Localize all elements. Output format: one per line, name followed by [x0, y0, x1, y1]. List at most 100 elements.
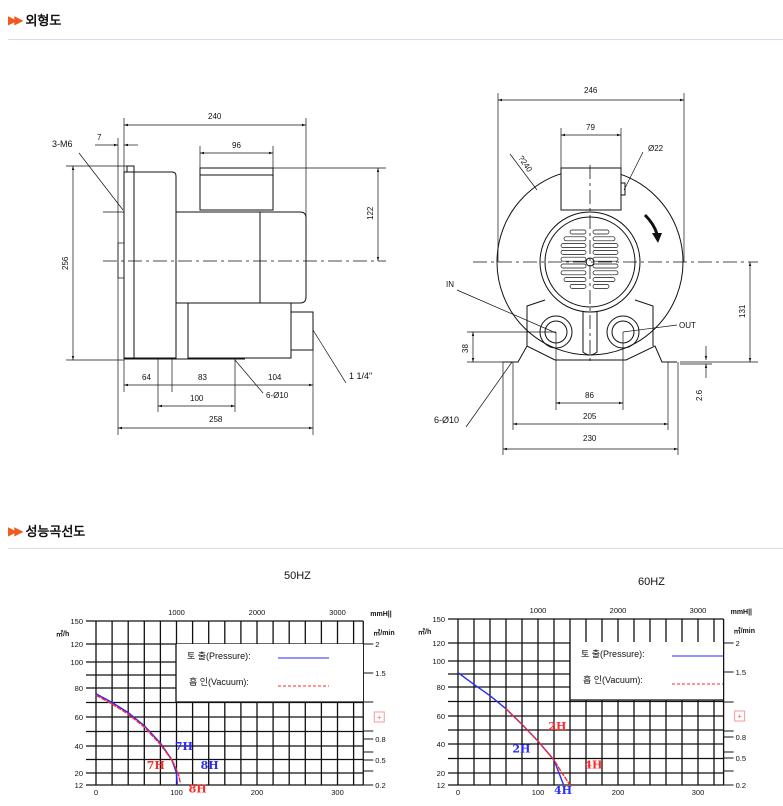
dim-104: 104 [268, 373, 282, 382]
label-pipe-size: 1 1/4" [349, 371, 372, 381]
y-left-tick: 100 [432, 657, 445, 666]
x-top-tick: 3000 [329, 608, 346, 617]
curve-annotation: 7H [175, 740, 193, 753]
y-right-tick: 0.5 [736, 754, 746, 763]
dim-100: 100 [190, 394, 204, 403]
dim-38: 38 [461, 344, 470, 353]
y-left-tick: 12 [75, 781, 83, 790]
dim-64: 64 [142, 373, 151, 382]
y-right-tick: 2 [736, 639, 740, 648]
y-left-unit: ㎥/h [56, 629, 69, 638]
double-chevron-right-icon: ▶▶ [8, 12, 24, 27]
dim-86: 86 [585, 391, 594, 400]
y-right-tick: 0.8 [736, 733, 746, 742]
dim-246: 246 [584, 86, 598, 95]
slot [560, 256, 587, 262]
x-top-tick: 2000 [249, 608, 266, 617]
plus-icon: + [737, 712, 742, 721]
series-vacuum [95, 694, 182, 784]
dim-256: 256 [61, 256, 70, 270]
y-right-unit: ㎥/min [373, 628, 394, 637]
label-holes: 6-Ø10 [266, 391, 289, 400]
y-right-tick: 2 [375, 640, 379, 649]
legend-vacuum-label: 흡 인(Vacuum): [583, 674, 643, 685]
y-left-tick: 120 [432, 639, 445, 648]
dim-79: 79 [586, 123, 595, 132]
chart-title: 60HZ [638, 576, 665, 588]
slot [563, 277, 587, 282]
y-left-tick: 150 [70, 617, 83, 626]
legend-pressure-label: 토 출(Pressure): [581, 649, 645, 659]
y-left-tick: 80 [75, 684, 83, 693]
slot [592, 277, 616, 282]
y-left-tick: 60 [437, 712, 445, 721]
slot [592, 263, 619, 269]
slot [560, 243, 587, 248]
slot [592, 229, 610, 235]
y-left-unit: ㎥/h [418, 627, 431, 636]
dim-96: 96 [232, 141, 241, 150]
slot [560, 250, 587, 255]
x-bottom-tick: 100 [170, 788, 183, 797]
curve-annotation: 8H [201, 759, 219, 772]
y-left-tick: 40 [437, 740, 445, 749]
curve-annotation: 8H [189, 783, 207, 796]
x-bottom-tick: 300 [692, 788, 705, 797]
y-right-tick: 0.2 [375, 781, 385, 790]
section-header-outline: ▶▶ 외형도 [8, 10, 62, 30]
slot [592, 284, 610, 289]
section-title: 외형도 [25, 14, 62, 29]
x-top-tick: 2000 [610, 606, 627, 615]
x-top-tick: 1000 [168, 608, 185, 617]
series-vacuum [505, 708, 571, 786]
chart-title: 50HZ [284, 570, 311, 582]
legend-pressure-label: 토 출(Pressure): [187, 651, 251, 661]
label-holes: 6-Ø10 [434, 415, 459, 425]
dim-240: 240 [208, 112, 222, 121]
plus-icon: + [377, 713, 382, 722]
curve-annotation: 4H [584, 759, 602, 772]
x-bottom-tick: 0 [94, 788, 98, 797]
y-left-tick: 120 [70, 640, 83, 649]
divider [8, 39, 783, 40]
curve-annotation: 2H [512, 743, 530, 756]
y-right-tick: 0.2 [736, 781, 746, 790]
slot [592, 256, 619, 262]
dim-230: 230 [583, 434, 597, 443]
x-bottom-tick: 0 [456, 788, 460, 797]
y-right-tick: 1.5 [375, 669, 385, 678]
legend-vacuum-label: 흡 인(Vacuum): [189, 676, 249, 687]
slot [592, 236, 616, 242]
curve-annotation: 2H [548, 720, 566, 733]
y-right-tick: 1.5 [736, 668, 746, 677]
y-right-unit: ㎥/min [734, 626, 755, 635]
dim-205: 205 [583, 412, 597, 421]
dim-7: 7 [97, 133, 102, 142]
dim-83: 83 [198, 373, 207, 382]
dim-258: 258 [209, 415, 223, 424]
series-pressure [95, 693, 178, 786]
legend-box [176, 644, 363, 702]
slot [563, 236, 587, 242]
side-view-drawing: 240 7 3-M6 96 122 256 1 1/4" [52, 112, 386, 435]
x-bottom-tick: 200 [251, 788, 264, 797]
y-left-tick: 100 [70, 658, 83, 667]
expand-icon[interactable] [373, 711, 385, 723]
x-top-unit: mmH|| [731, 609, 752, 616]
y-left-tick: 80 [437, 683, 445, 692]
y-left-tick: 12 [437, 781, 445, 790]
x-bottom-tick: 200 [612, 788, 625, 797]
y-left-tick: 20 [75, 769, 83, 778]
fan-cover-slots [560, 229, 619, 289]
curve-annotation: 4H [554, 784, 572, 797]
curve-annotation: 7H [147, 759, 165, 772]
section-title: 성능곡선도 [25, 525, 86, 540]
dim-2-6: 2.6 [695, 389, 704, 401]
label-radius-240: ?240 [516, 154, 534, 174]
label-3-m6: 3-M6 [52, 139, 73, 149]
expand-icon[interactable] [734, 710, 746, 722]
label-dia-22: Ø22 [648, 144, 664, 153]
slot [560, 270, 587, 276]
